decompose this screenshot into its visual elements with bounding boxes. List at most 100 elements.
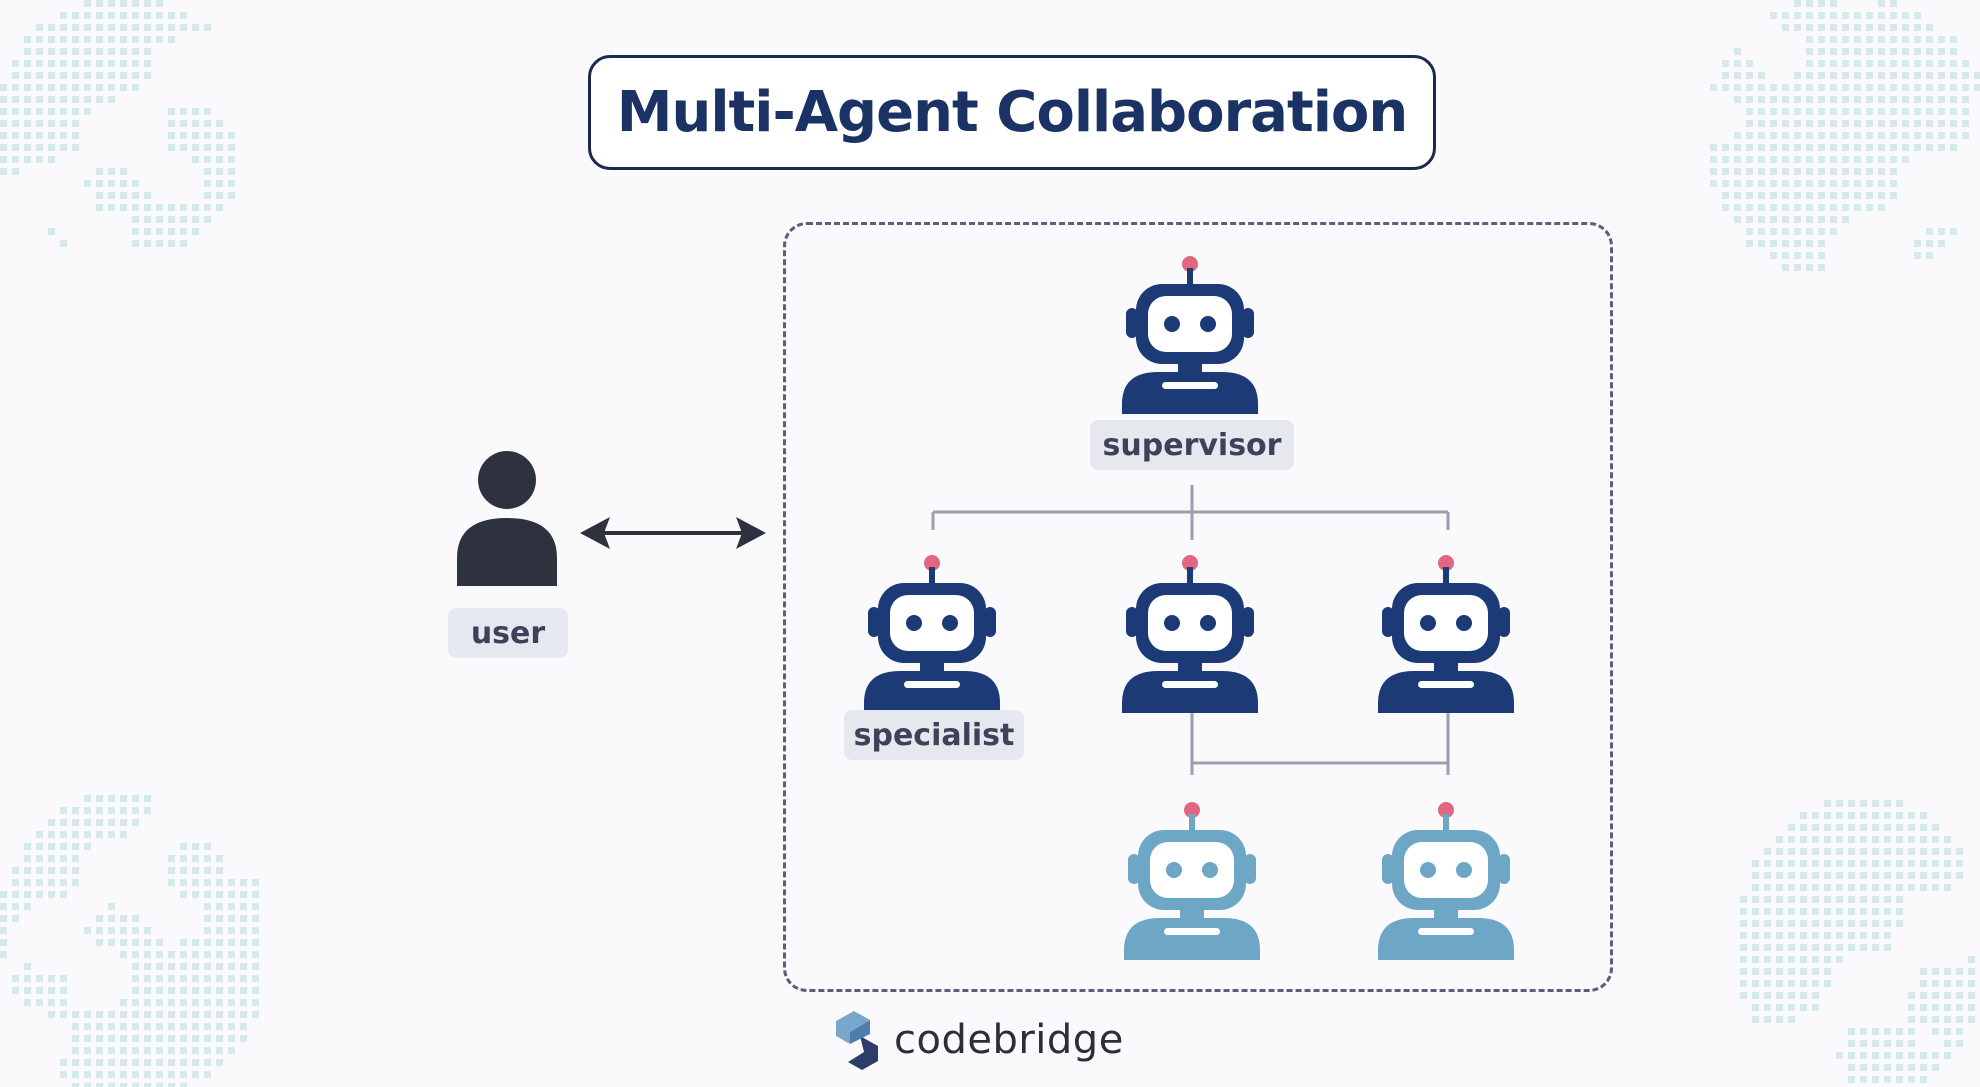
background-dot	[1788, 1004, 1795, 1011]
background-dot	[216, 192, 223, 199]
background-dot	[204, 855, 211, 862]
background-dot	[1842, 36, 1849, 43]
background-dot	[72, 819, 79, 826]
background-dot	[228, 927, 235, 934]
background-dot	[1800, 896, 1807, 903]
background-dot	[1806, 12, 1813, 19]
background-dot	[1758, 96, 1765, 103]
background-dot	[1896, 848, 1903, 855]
background-dot	[0, 168, 7, 175]
background-dot	[204, 1071, 211, 1078]
background-dot	[36, 987, 43, 994]
background-dot	[1740, 968, 1747, 975]
background-dot	[1926, 252, 1933, 259]
background-dot	[144, 216, 151, 223]
background-dot	[120, 807, 127, 814]
background-dot	[204, 963, 211, 970]
background-dot	[204, 915, 211, 922]
background-dot	[1944, 968, 1951, 975]
background-dot	[1806, 252, 1813, 259]
background-dot	[132, 216, 139, 223]
background-dot	[1776, 956, 1783, 963]
background-dot	[144, 0, 151, 7]
background-dot	[240, 999, 247, 1006]
background-dot	[1836, 848, 1843, 855]
background-dot	[1800, 908, 1807, 915]
background-dot	[108, 831, 115, 838]
background-dot	[1764, 1016, 1771, 1023]
background-dot	[72, 1011, 79, 1018]
background-dot	[1926, 72, 1933, 79]
background-dot	[192, 24, 199, 31]
background-dot	[192, 987, 199, 994]
background-dot	[1836, 920, 1843, 927]
background-dot	[1896, 1052, 1903, 1059]
background-dot	[1860, 800, 1867, 807]
background-dot	[1860, 836, 1867, 843]
background-dot	[132, 975, 139, 982]
background-dot	[1872, 1028, 1879, 1035]
background-dot	[216, 1047, 223, 1054]
background-dot	[72, 1083, 79, 1087]
background-dot	[1890, 144, 1897, 151]
background-dot	[36, 144, 43, 151]
background-dot	[1818, 36, 1825, 43]
background-dot	[1914, 144, 1921, 151]
background-dot	[1764, 908, 1771, 915]
background-dot	[1842, 48, 1849, 55]
background-dot	[1770, 108, 1777, 115]
background-dot	[1860, 944, 1867, 951]
background-dot	[1938, 144, 1945, 151]
background-dot	[1788, 896, 1795, 903]
background-dot	[48, 132, 55, 139]
background-dot	[1890, 96, 1897, 103]
background-dot	[48, 96, 55, 103]
background-dot	[1758, 144, 1765, 151]
background-dot	[1800, 956, 1807, 963]
background-dot	[168, 1011, 175, 1018]
background-dot	[1746, 192, 1753, 199]
background-dot	[144, 951, 151, 958]
background-dot	[96, 807, 103, 814]
background-dot	[180, 1047, 187, 1054]
background-dot	[1842, 204, 1849, 211]
background-dot	[192, 1059, 199, 1066]
background-dot	[240, 939, 247, 946]
background-dot	[252, 879, 259, 886]
brand-logo-text: codebridge	[894, 1017, 1124, 1063]
user-label: user	[448, 608, 568, 658]
background-dot	[1776, 968, 1783, 975]
background-dot	[1866, 108, 1873, 115]
background-dot	[180, 951, 187, 958]
background-dot	[108, 12, 115, 19]
background-dot	[168, 132, 175, 139]
background-dot	[108, 915, 115, 922]
background-dot	[1956, 1016, 1963, 1023]
background-dot	[1896, 824, 1903, 831]
background-dot	[132, 987, 139, 994]
background-dot	[1788, 884, 1795, 891]
background-dot	[1962, 96, 1969, 103]
background-dot	[1812, 812, 1819, 819]
person-icon	[457, 451, 557, 586]
background-dot	[1758, 108, 1765, 115]
background-dot	[180, 1083, 187, 1087]
background-dot	[144, 192, 151, 199]
background-dot	[228, 879, 235, 886]
background-dot	[252, 987, 259, 994]
background-dot	[12, 975, 19, 982]
supervisor-label-text: supervisor	[1102, 427, 1282, 463]
background-dot	[48, 36, 55, 43]
background-dot	[1878, 72, 1885, 79]
background-dot	[1884, 812, 1891, 819]
background-dot	[1860, 908, 1867, 915]
background-dot	[1890, 72, 1897, 79]
background-dot	[0, 84, 7, 91]
background-dot	[84, 819, 91, 826]
background-dot	[204, 120, 211, 127]
background-dot	[144, 1023, 151, 1030]
background-dot	[1860, 884, 1867, 891]
background-dot	[168, 24, 175, 31]
background-dot	[1782, 216, 1789, 223]
background-dot	[192, 843, 199, 850]
